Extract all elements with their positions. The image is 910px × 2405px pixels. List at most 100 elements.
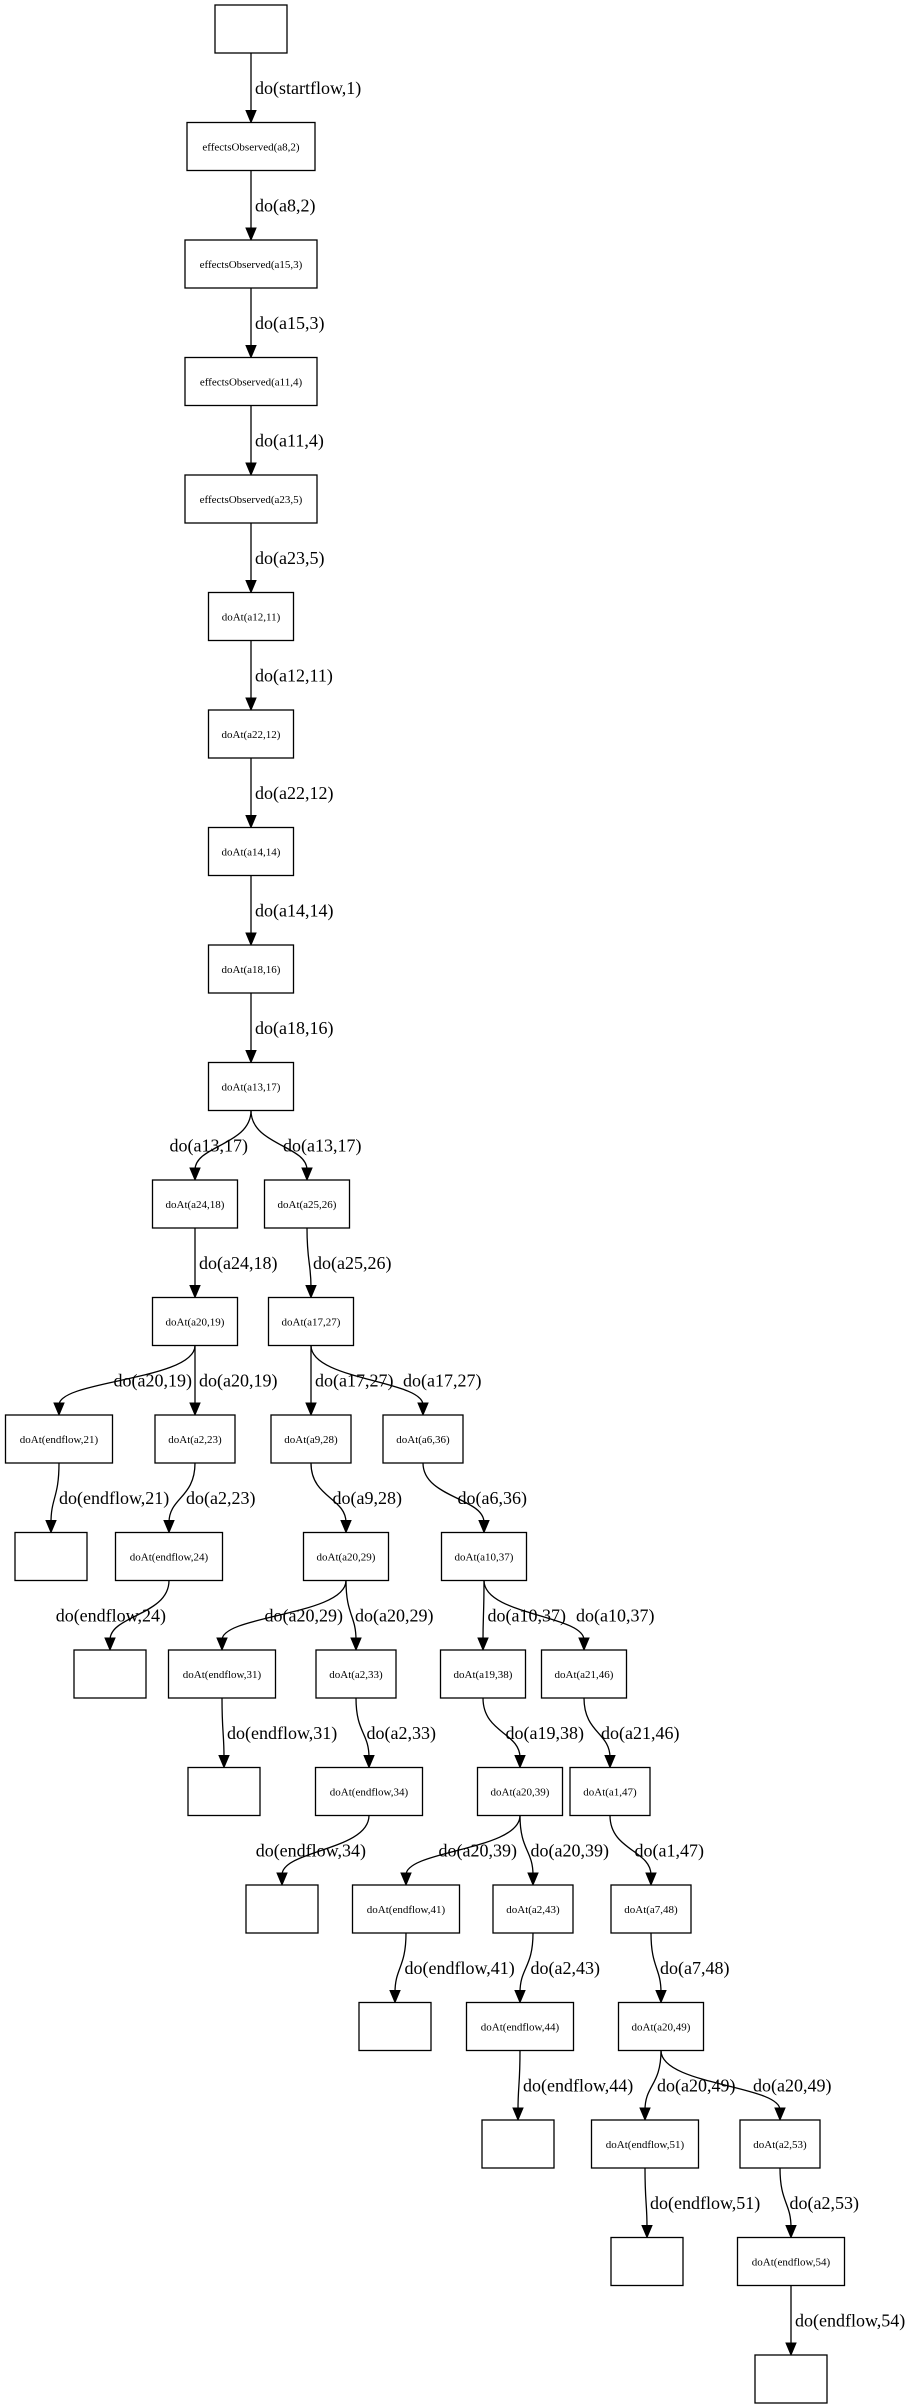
arrowhead-icon xyxy=(245,932,257,947)
graph-node[interactable]: doAt(endflow,34) xyxy=(314,1766,424,1817)
node-label: doAt(endflow,54) xyxy=(752,2257,831,2269)
arrowhead-icon xyxy=(276,1872,288,1887)
graph-node[interactable]: doAt(a12,11) xyxy=(207,591,295,642)
node-box xyxy=(207,591,295,642)
graph-node[interactable]: effectsObserved(a15,3) xyxy=(184,239,318,289)
node-box xyxy=(184,239,318,289)
edge-label: do(endflow,51) xyxy=(650,2193,760,2214)
edge-label: do(a2,43) xyxy=(531,1958,600,1979)
graph-node[interactable]: doAt(a20,49) xyxy=(617,2001,705,2052)
graph-node[interactable]: doAt(a20,19) xyxy=(151,1296,239,1347)
empty-node[interactable] xyxy=(754,2354,828,2404)
graph-node[interactable]: doAt(endflow,51) xyxy=(590,2119,700,2169)
node-box xyxy=(476,1766,564,1817)
graph-node[interactable]: doAt(endflow,44) xyxy=(465,2001,575,2052)
graph-node[interactable]: effectsObserved(a11,4) xyxy=(184,356,318,407)
graph-node[interactable]: doAt(a9,28) xyxy=(270,1414,352,1464)
graph-node[interactable]: doAt(endflow,41) xyxy=(351,1884,461,1934)
graph-node[interactable]: doAt(a2,43) xyxy=(492,1884,574,1934)
arrowhead-icon xyxy=(245,462,257,477)
node-label: doAt(a14,14) xyxy=(222,847,281,859)
empty-node[interactable] xyxy=(358,2001,432,2052)
edge: do(endflow,51) xyxy=(641,2167,760,2239)
arrowhead-icon xyxy=(785,2342,797,2357)
graph-node[interactable]: doAt(a1,47) xyxy=(569,1766,651,1817)
graph-node[interactable]: doAt(a2,53) xyxy=(739,2119,821,2169)
node-label: doAt(endflow,51) xyxy=(606,2139,685,2151)
edge-line xyxy=(310,1462,347,1523)
graph-node[interactable]: doAt(a2,23) xyxy=(154,1414,236,1464)
arrowhead-icon xyxy=(527,1872,539,1887)
graph-node[interactable]: doAt(a6,36) xyxy=(382,1414,464,1464)
node-label: doAt(a2,33) xyxy=(329,1669,383,1681)
edge-line xyxy=(517,2050,521,2111)
node-box xyxy=(358,2001,432,2052)
graph-node[interactable]: doAt(a24,18) xyxy=(151,1179,239,1229)
node-box xyxy=(207,1061,295,1112)
arrowhead-icon xyxy=(163,1520,175,1534)
edge-line xyxy=(109,1580,170,1641)
graph-node[interactable]: doAt(a25,26) xyxy=(263,1179,351,1229)
edge-label: do(a10,37) xyxy=(488,1605,566,1626)
edge: do(a2,53) xyxy=(779,2167,859,2239)
arrowhead-icon xyxy=(189,1402,201,1417)
edge-label: do(a25,26) xyxy=(313,1253,391,1274)
node-box xyxy=(351,1884,461,1934)
graph-node[interactable]: doAt(a20,39) xyxy=(476,1766,564,1817)
graph-node[interactable]: doAt(endflow,24) xyxy=(114,1531,224,1582)
node-box xyxy=(382,1414,464,1464)
graph-node[interactable]: doAt(a18,16) xyxy=(207,944,295,994)
graph-node[interactable]: doAt(endflow,21) xyxy=(4,1414,114,1464)
graph-node[interactable]: doAt(a13,17) xyxy=(207,1061,295,1112)
edge: do(a10,37) xyxy=(477,1580,566,1652)
graph-node[interactable]: doAt(endflow,54) xyxy=(736,2236,846,2287)
graph-node[interactable]: doAt(a7,48) xyxy=(610,1884,692,1934)
edge-line xyxy=(345,1580,357,1641)
empty-node[interactable] xyxy=(73,1649,147,1699)
empty-node[interactable] xyxy=(214,4,288,54)
edge: do(a17,27) xyxy=(310,1345,481,1417)
arrowhead-icon xyxy=(218,1755,230,1769)
graph-node[interactable]: doAt(a17,27) xyxy=(267,1296,355,1347)
edge: do(a23,5) xyxy=(245,523,324,594)
node-box xyxy=(267,1296,355,1347)
graph-node[interactable]: doAt(a14,14) xyxy=(207,826,295,877)
edge-label: do(a11,4) xyxy=(255,430,324,451)
edge: do(a20,39) xyxy=(519,1815,609,1887)
graph-node[interactable]: doAt(a21,46) xyxy=(540,1649,628,1699)
edge: do(a20,49) xyxy=(639,2050,735,2122)
graph-node[interactable]: doAt(a20,29) xyxy=(302,1531,390,1582)
edge-line xyxy=(168,1462,196,1523)
edge-label: do(a2,23) xyxy=(186,1488,255,1509)
arrowhead-icon xyxy=(189,1285,201,1299)
edge-line xyxy=(519,1815,534,1876)
node-box xyxy=(114,1531,224,1582)
empty-node[interactable] xyxy=(610,2236,684,2287)
graph-node[interactable]: doAt(a22,12) xyxy=(207,709,295,759)
node-box xyxy=(184,356,318,407)
edge-line xyxy=(482,1697,521,1758)
node-label: doAt(endflow,24) xyxy=(130,1552,209,1564)
empty-node[interactable] xyxy=(481,2119,555,2169)
edge-label: do(a22,12) xyxy=(255,783,333,804)
graph-node[interactable]: doAt(a2,33) xyxy=(315,1649,397,1699)
graph-node[interactable]: doAt(endflow,31) xyxy=(167,1649,277,1699)
graph-node[interactable]: doAt(a10,37) xyxy=(440,1531,528,1582)
edge-line xyxy=(194,1110,252,1171)
edge-line xyxy=(250,1110,308,1171)
node-box xyxy=(754,2354,828,2404)
node-label: doAt(a19,38) xyxy=(454,1669,513,1681)
edge-label: do(a7,48) xyxy=(660,1958,729,1979)
graph-node[interactable]: effectsObserved(a23,5) xyxy=(184,474,318,524)
empty-node[interactable] xyxy=(14,1531,88,1582)
edge-label: do(endflow,21) xyxy=(59,1488,169,1509)
graph-node[interactable]: doAt(a19,38) xyxy=(439,1649,527,1699)
node-label: doAt(a25,26) xyxy=(278,1199,337,1211)
graph-node[interactable]: effectsObserved(a8,2) xyxy=(186,121,316,172)
empty-node[interactable] xyxy=(187,1766,261,1817)
empty-node[interactable] xyxy=(245,1884,319,1934)
edge-label: do(endflow,41) xyxy=(405,1958,515,1979)
node-box xyxy=(263,1179,351,1229)
node-label: doAt(a2,23) xyxy=(168,1434,222,1446)
